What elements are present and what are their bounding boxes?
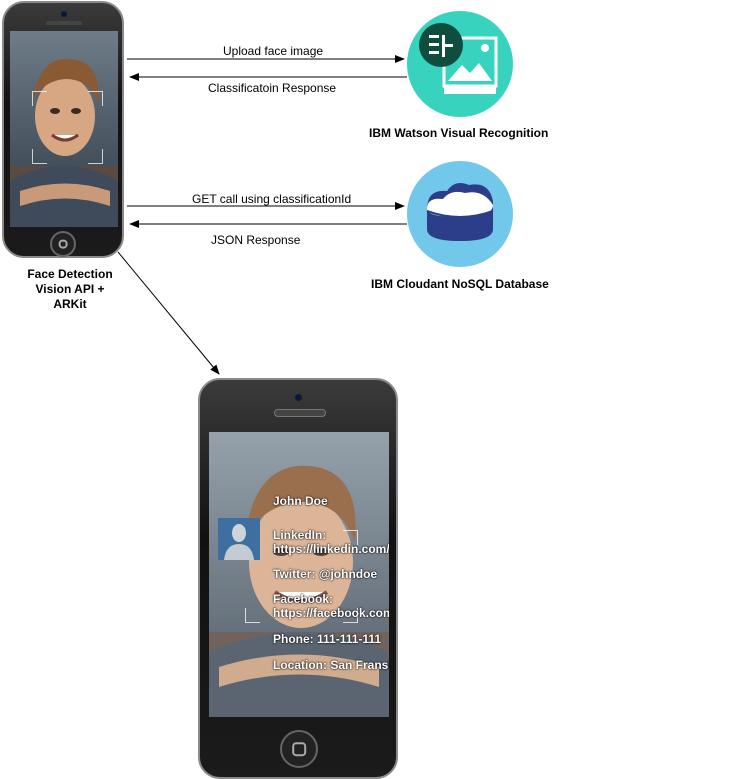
- focus-bracket-tl: [32, 91, 47, 106]
- device-caption-line-3: ARKit: [53, 297, 87, 311]
- classification-label: Classificatoin Response: [208, 81, 337, 95]
- cloudant-label: IBM Cloudant NoSQL Database: [371, 277, 549, 291]
- focus-bracket-br: [343, 608, 358, 623]
- device-caption-line-1: Face Detection: [27, 267, 113, 281]
- phone-number: Phone: 111-111-111: [273, 632, 382, 646]
- focus-bracket-bl: [245, 608, 260, 623]
- focus-bracket-tr: [343, 530, 358, 545]
- speaker-slot: [46, 21, 82, 25]
- upload-label: Upload face image: [223, 44, 324, 58]
- watson-label: IBM Watson Visual Recognition: [369, 126, 549, 140]
- phone-bottom-screen: John Doe LinkedIn: https://linkedin.com/…: [209, 432, 389, 717]
- linkedin-label: LinkedIn:: [273, 528, 327, 542]
- visual-recognition-icon: [419, 23, 498, 94]
- camera-dot: [61, 11, 67, 17]
- camera-dot: [295, 394, 302, 401]
- home-button[interactable]: [50, 231, 76, 257]
- display-arrow: [117, 251, 220, 375]
- location: Location: San Fransi: [273, 658, 389, 672]
- linkedin-link[interactable]: https://linkedin.com/: [273, 542, 389, 556]
- focus-bracket-tr: [88, 91, 103, 106]
- avatar-figure: [218, 518, 260, 560]
- face-photo: [10, 31, 118, 227]
- focus-bracket-br: [88, 149, 103, 164]
- ar-face-photo: [209, 432, 389, 717]
- facebook-link[interactable]: https://facebook.com: [273, 606, 389, 620]
- watson-node: [407, 11, 513, 117]
- database-icon: [426, 183, 494, 241]
- profile-avatar: [218, 518, 260, 560]
- cloudant-node: [407, 161, 513, 267]
- focus-bracket-bl: [32, 149, 47, 164]
- twitter-handle[interactable]: Twitter: @johndoe: [273, 567, 378, 581]
- json-label: JSON Response: [211, 233, 301, 247]
- phone-top-screen: [10, 31, 118, 227]
- profile-name: John Doe: [273, 494, 328, 508]
- phone-bottom: John Doe LinkedIn: https://linkedin.com/…: [198, 378, 398, 779]
- speaker-slot: [274, 409, 326, 417]
- device-caption-line-2: Vision API +: [35, 282, 105, 296]
- get-call-label: GET call using classificationId: [192, 192, 352, 206]
- device-caption: Face Detection Vision API + ARKit: [10, 267, 130, 312]
- facebook-label: Facebook:: [273, 592, 334, 606]
- phone-top: [2, 1, 124, 258]
- home-button[interactable]: [280, 730, 318, 768]
